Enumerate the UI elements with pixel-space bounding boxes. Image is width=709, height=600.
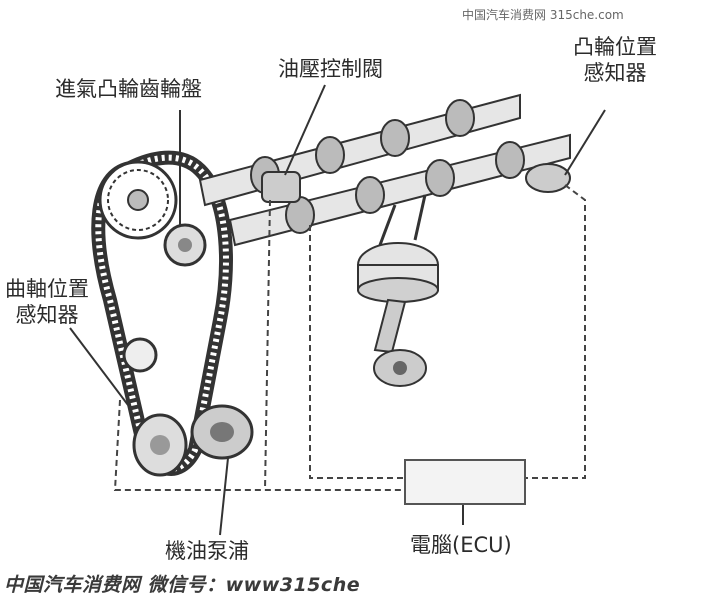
exhaust-camshaft <box>228 133 571 247</box>
label-crank-position-sensor-line1: 曲軸位置 <box>5 277 89 301</box>
label-cam-position-sensor-line1: 凸輪位置 <box>573 35 657 59</box>
watermark: 中国汽车消费网 315che.com <box>462 8 624 22</box>
cam-position-sensor <box>525 163 571 193</box>
label-oil-pump: 機油泵浦 <box>165 539 249 563</box>
label-oil-control-valve: 油壓控制閥 <box>278 57 383 81</box>
crank-pulley <box>122 337 188 477</box>
timing-belt <box>91 150 233 476</box>
oil-control-valve <box>261 171 301 203</box>
label-cam-position-sensor-line2: 感知器 <box>583 61 647 85</box>
label-intake-cam-gear: 進氣凸輪齒輪盤 <box>55 77 202 101</box>
leader-lines <box>69 84 606 536</box>
ecu-box <box>404 459 526 505</box>
footer-watermark: 中国汽车消费网 微信号：www315che <box>4 574 361 596</box>
piston-rod <box>357 194 439 387</box>
signal-wiring <box>113 184 586 491</box>
oil-pump <box>190 404 254 460</box>
intake-cam-gear <box>98 160 178 240</box>
label-crank-position-sensor-line2: 感知器 <box>15 303 79 327</box>
idler-pulley <box>163 223 207 267</box>
label-ecu: 電腦(ECU) <box>410 533 512 557</box>
